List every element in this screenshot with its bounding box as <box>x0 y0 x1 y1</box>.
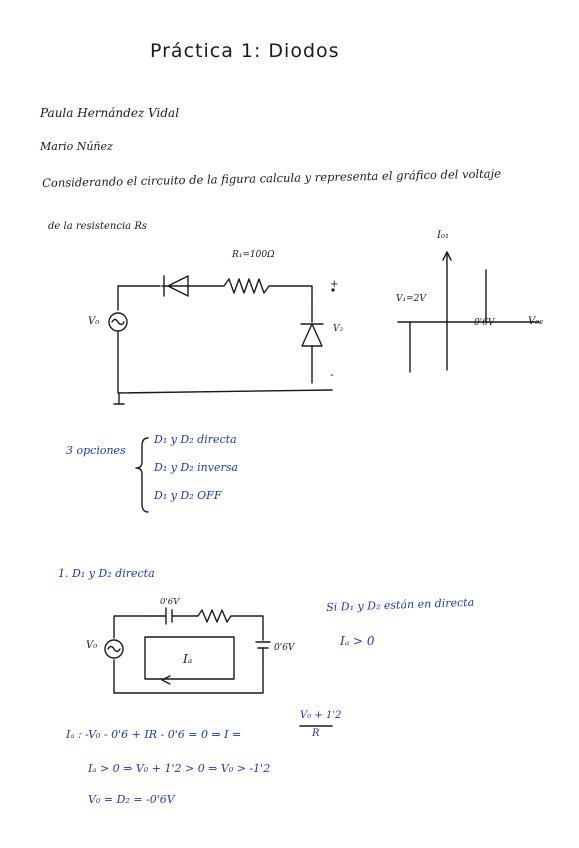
equation-numerator: V₀ + 1'2 <box>300 710 342 721</box>
options-heading: 3 opciones <box>66 444 126 457</box>
case-heading: 1. D₁ y D₂ directa <box>58 567 155 580</box>
equation: Iₐ > 0 ⇒ V₀ + 1'2 > 0 ⇒ V₀ > -1'2 <box>88 762 271 775</box>
equation: Iₐ : -V₀ - 0'6 + IR - 0'6 = 0 ⇒ I = <box>66 728 242 741</box>
circuit-diagram <box>108 275 333 405</box>
loop-current-label: Iₐ <box>183 652 193 666</box>
iv-graph <box>397 251 541 373</box>
problem-statement: de la resistencia Rs <box>48 221 147 232</box>
author-name: Mario Núñez <box>40 140 113 153</box>
graph-x-label: V₀₂ <box>528 316 544 327</box>
source-label: V₀ <box>88 316 100 327</box>
equation: V₀ = D₂ = -0'6V <box>88 793 175 806</box>
equation-denominator: R <box>312 728 320 739</box>
resistor-label: R₁=100Ω <box>232 250 275 260</box>
diode-voltage-label: V₂ <box>333 324 344 334</box>
terminal-minus: - <box>330 368 334 381</box>
option-item: D₁ y D₂ OFF <box>154 489 222 502</box>
graph-y-label: I₀₁ <box>437 230 449 241</box>
option-brace <box>135 437 149 513</box>
graph-left-label: V₁=2V <box>396 294 426 304</box>
terminal-plus: + <box>330 279 339 290</box>
option-item: D₁ y D₂ directa <box>154 433 237 446</box>
resistor-icon <box>187 278 313 301</box>
case-note: Iₐ > 0 <box>340 634 375 648</box>
diode-voltage-label: 0'6V <box>274 643 295 653</box>
author-name: Paula Hernández Vidal <box>40 106 180 120</box>
page-title: Práctica 1: Diodos <box>150 40 340 62</box>
circuit-diagram-case1 <box>104 607 271 694</box>
ac-source-icon <box>108 312 128 332</box>
ac-source-icon <box>104 639 124 659</box>
diode-icon <box>301 323 323 347</box>
option-item: D₁ y D₂ inversa <box>154 461 238 474</box>
source-label: V₀ <box>86 640 98 651</box>
graph-right-label: 0'6V <box>474 318 495 328</box>
diode-voltage-label: 0'6V <box>160 597 180 607</box>
